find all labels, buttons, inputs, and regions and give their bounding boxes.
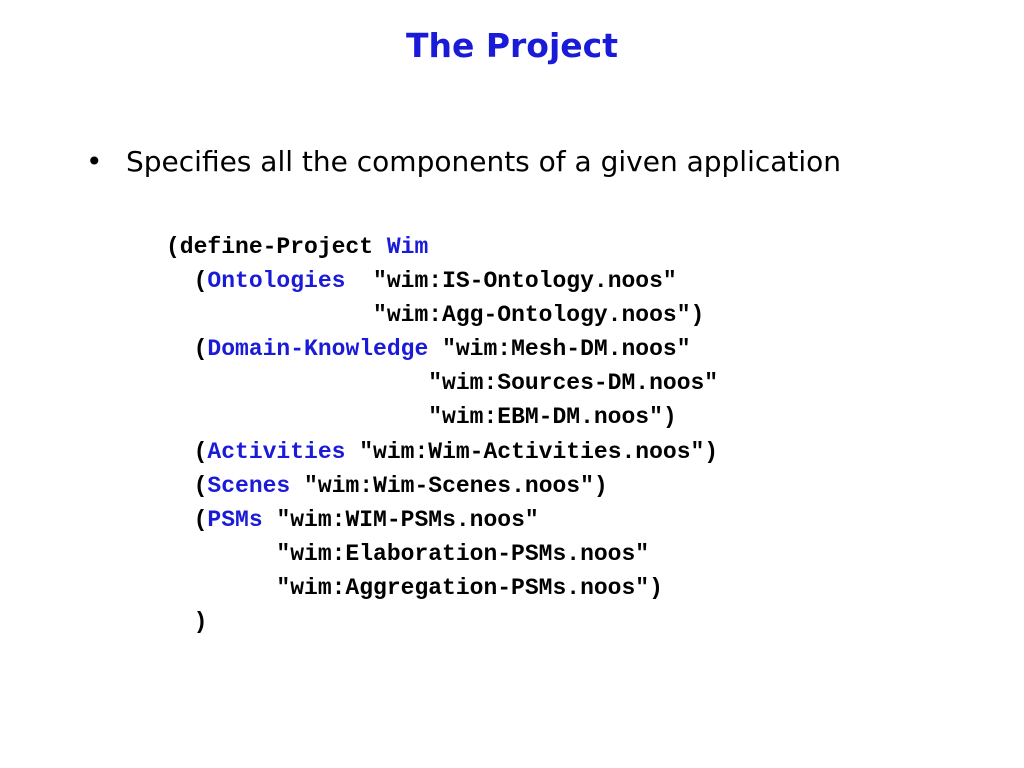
code-line-domain-knowledge: (Domain-Knowledge "wim:Mesh-DM.noos" [194,336,691,362]
code-line-define: (define-Project Wim [166,234,428,260]
code-block: (define-Project Wim (Ontologies "wim:IS-… [166,230,718,639]
paren-open: ( [193,268,208,295]
slide-title: The Project [405,26,619,65]
paren-open: ( [193,438,208,465]
paren-open: ( [193,472,208,499]
keyword-activities: Activities [207,438,346,465]
paren-open: ( [193,506,208,533]
code-line-psms: (PSMs "wim:WIM-PSMs.noos" [194,507,539,533]
activities-value: "wim:Wim-Activities.noos") [345,438,719,465]
code-line-scenes: (Scenes "wim:Wim-Scenes.noos") [194,473,608,499]
keyword-psms: PSMs [207,506,263,533]
keyword-domain-knowledge: Domain-Knowledge [207,336,429,363]
domain-value-3: "wim:EBM-DM.noos") [428,404,677,431]
paren-open: ( [193,336,208,363]
psms-value-2: "wim:Elaboration-PSMs.noos" [276,540,650,567]
code-line-activities: (Activities "wim:Wim-Activities.noos") [194,439,719,465]
keyword-scenes: Scenes [207,472,291,499]
ontology-value-1: "wim:IS-Ontology.noos" [345,268,677,295]
project-name: Wim [386,234,429,260]
closing-paren: ) [193,609,208,636]
bullet-item: • Specifies all the components of a given… [86,142,986,182]
scenes-value: "wim:Wim-Scenes.noos") [290,472,608,499]
domain-value-1: "wim:Mesh-DM.noos" [428,336,691,363]
code-line-ontologies: (Ontologies "wim:IS-Ontology.noos" [194,268,677,294]
define-prefix: (define-Project [166,234,387,260]
domain-value-2: "wim:Sources-DM.noos" [428,370,719,397]
ontology-value-2: "wim:Agg-Ontology.noos") [373,302,705,329]
keyword-ontologies: Ontologies [207,268,346,295]
bullet-text: Specifies all the components of a given … [126,145,842,178]
psms-value-1: "wim:WIM-PSMs.noos" [262,506,539,533]
bullet-marker: • [86,145,103,178]
psms-value-3: "wim:Aggregation-PSMs.noos") [276,574,663,601]
